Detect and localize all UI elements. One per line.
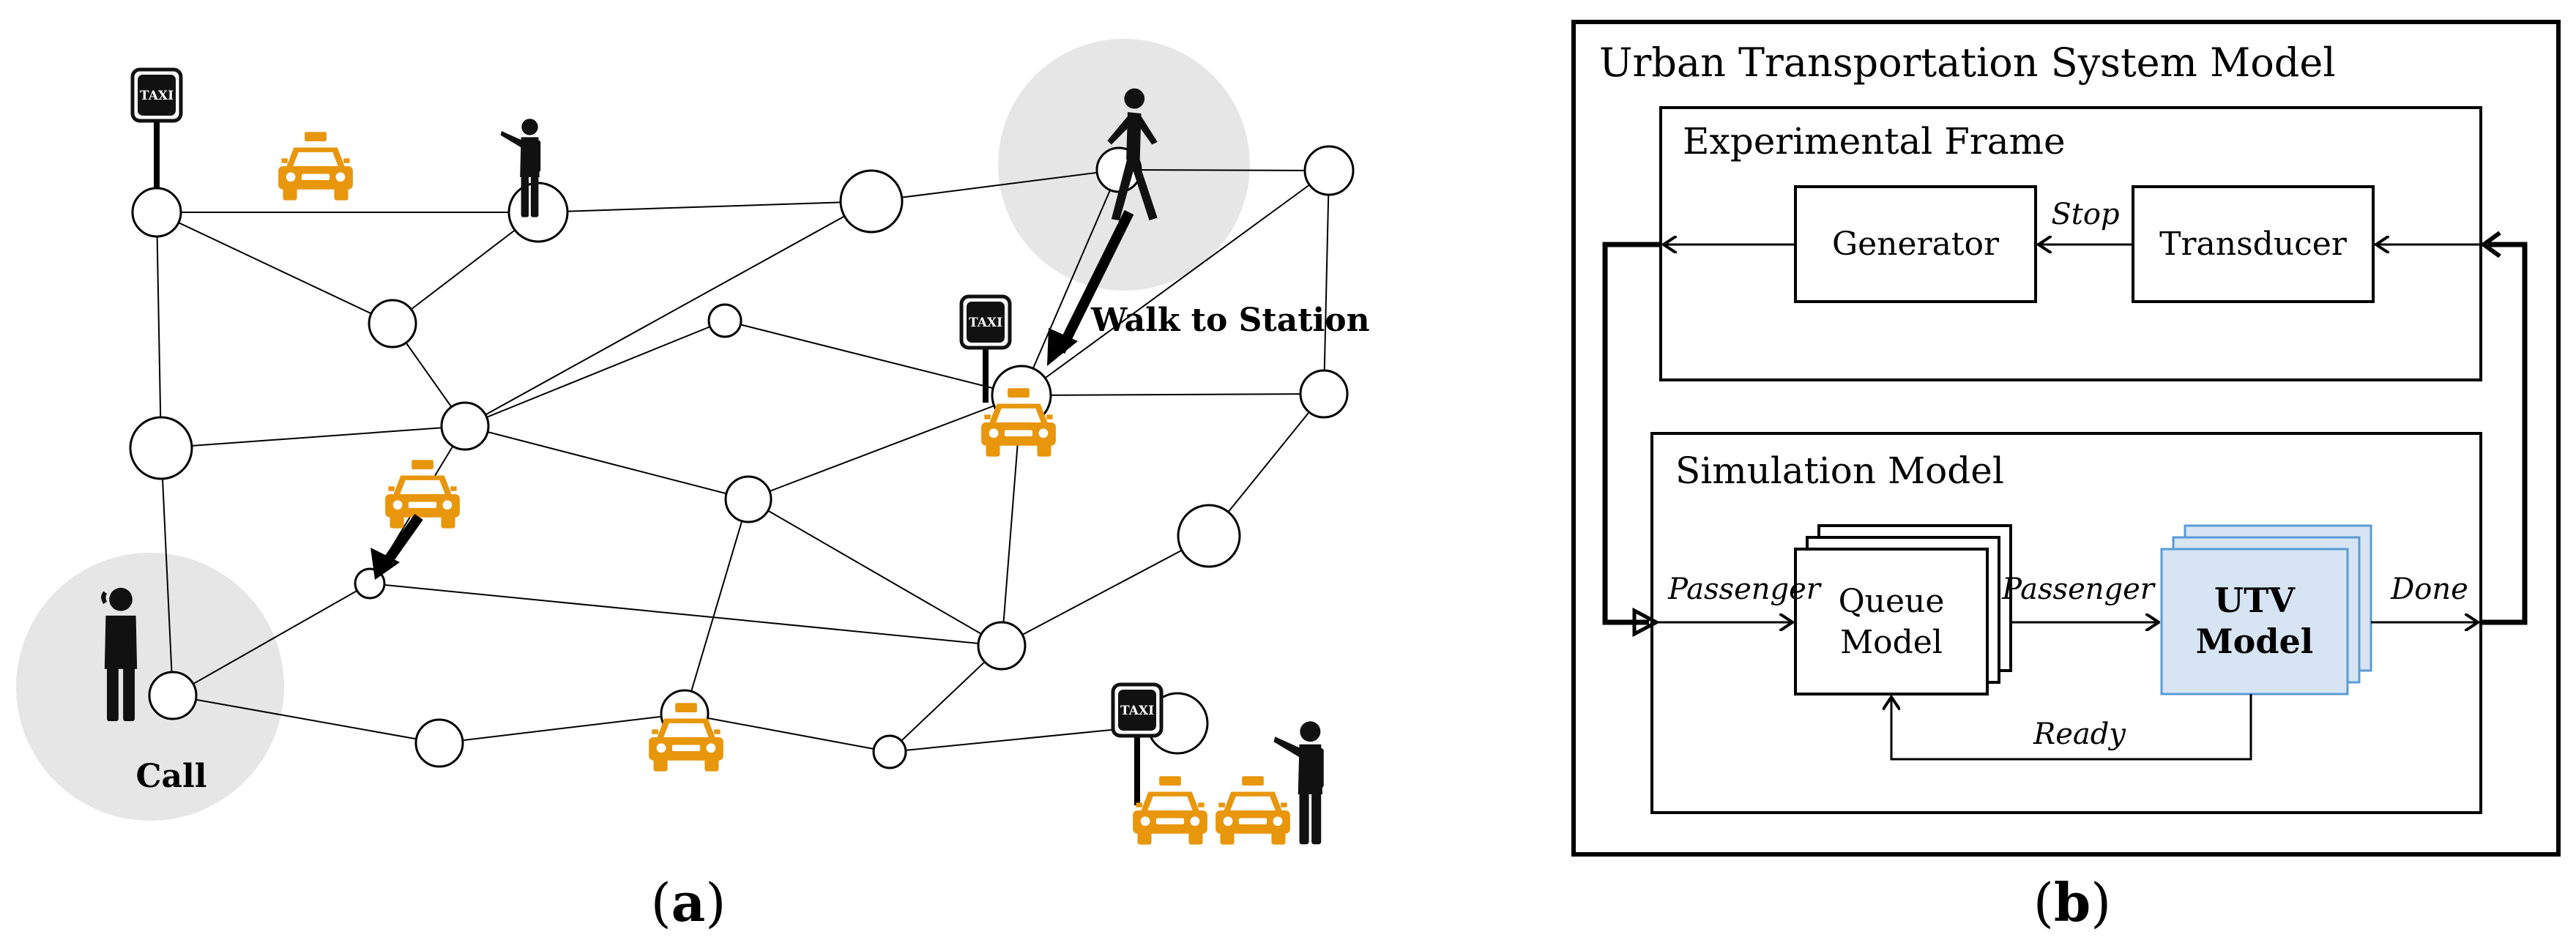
network-node	[707, 303, 742, 338]
done-label: Done	[2390, 573, 2468, 606]
network-edge	[160, 447, 174, 696]
network-edge	[160, 425, 466, 449]
network-node	[148, 671, 198, 720]
panel-a-label: (a)	[651, 871, 726, 933]
stop-label: Stop	[2051, 198, 2119, 231]
experimental-frame-title: Experimental Frame	[1683, 120, 2066, 163]
passenger-mid-label: Passenger	[2001, 573, 2156, 606]
taxi-car-icon	[385, 460, 460, 529]
network-edge	[1001, 535, 1210, 646]
panel-b-system-model: Urban Transportation System Model Experi…	[1571, 20, 2561, 933]
network-edge	[172, 695, 440, 744]
network-node	[872, 734, 907, 769]
network-edge	[156, 212, 162, 449]
network-node	[977, 621, 1027, 671]
taxi-sign-label: TAXI	[1120, 704, 1154, 718]
network-edge	[156, 212, 393, 324]
generator-box	[1794, 185, 2037, 303]
taxi-sign-label: TAXI	[969, 316, 1002, 330]
utv-model-box	[2160, 548, 2349, 695]
taxi-sign-label: TAXI	[140, 89, 174, 103]
queue-model-line1: Queue	[1839, 583, 1945, 620]
walk-arrowhead-icon	[1047, 328, 1078, 366]
right-coupling-line	[2481, 242, 2528, 625]
network-node	[724, 475, 773, 523]
network-edge	[684, 499, 749, 715]
network-edge	[1021, 169, 1120, 396]
network-node	[839, 169, 904, 234]
network-edge	[748, 395, 1022, 500]
network-edge	[684, 713, 890, 753]
panel-a-taxi-network: TAXI TAXI TAXI Walk to	[16, 39, 1370, 933]
network-edge	[889, 645, 1002, 753]
network-edge	[439, 713, 685, 744]
network-node	[414, 718, 464, 768]
walk-to-station-arrow	[1055, 209, 1134, 354]
urban-transportation-system-box	[1571, 20, 2561, 857]
passenger-in-label: Passenger	[1667, 573, 1823, 606]
network-edge	[1021, 170, 1330, 396]
generator-label: Generator	[1832, 225, 2000, 263]
network-edge	[464, 320, 726, 427]
transducer-box	[2132, 185, 2375, 303]
network-node	[1303, 145, 1355, 196]
panel-b-label: (b)	[2033, 871, 2112, 933]
taxi-stand-sign-icon: TAXI	[1111, 682, 1164, 805]
left-coupling-line	[1602, 242, 1661, 625]
taxi-car-icon	[278, 132, 353, 201]
network-edge	[1021, 393, 1325, 396]
taxi-car-icon	[1133, 776, 1207, 845]
utv-model-line2: Model	[2196, 622, 2314, 661]
transducer-label: Transducer	[2159, 225, 2348, 263]
network-edge	[871, 169, 1120, 202]
network-edge	[1118, 169, 1330, 171]
network-node	[129, 416, 193, 480]
right-coupling-arrowhead-icon	[2479, 231, 2501, 258]
network-edge	[172, 583, 371, 696]
walk-to-station-label: Walk to Station	[1090, 302, 1370, 339]
ready-label: Ready	[2033, 717, 2126, 751]
network-edge	[369, 583, 1002, 646]
network-node	[1177, 504, 1241, 568]
network-edge	[392, 212, 539, 324]
utv-model-line1: UTV	[2214, 581, 2296, 620]
call-label: Call	[136, 758, 207, 795]
network-node	[368, 299, 417, 348]
network-node	[131, 187, 182, 238]
taxi-stand-sign-icon: TAXI	[959, 294, 1012, 403]
network-edge	[537, 201, 872, 213]
dispatch-arrowhead-icon	[371, 548, 400, 580]
urban-transportation-title: Urban Transportation System Model	[1599, 40, 2336, 86]
network-node	[1299, 369, 1349, 419]
taxi-stand-sign-icon: TAXI	[130, 67, 183, 189]
taxi-car-icon	[1216, 776, 1290, 845]
network-edge	[748, 499, 1002, 646]
network-edge	[1323, 170, 1330, 395]
taxi-dispatch-arrow	[382, 513, 423, 566]
network-edge	[464, 425, 749, 500]
left-coupling-arrowhead-icon	[1632, 607, 1661, 638]
network-edge	[464, 201, 872, 427]
queue-model-line2: Model	[1840, 624, 1943, 661]
ready-feedback-line	[1891, 694, 2252, 761]
network-node	[440, 401, 490, 451]
queue-model-box	[1794, 548, 1989, 695]
network-edges	[156, 169, 1330, 753]
simulation-model-title: Simulation Model	[1675, 450, 2004, 492]
network-edge	[724, 320, 1022, 396]
